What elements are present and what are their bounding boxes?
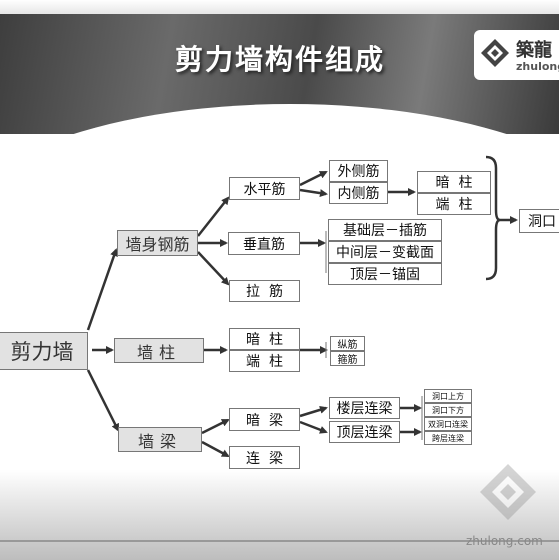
hidden-column-node-a: 暗 柱 [417, 171, 491, 193]
arrow-beam-to-coupling [201, 440, 230, 458]
arrow-root-to-beam [86, 369, 120, 432]
tie-rebar-node: 拉 筋 [229, 280, 300, 302]
watermark-text: zhulong.com [466, 534, 543, 548]
hidden-column-node-b: 暗 柱 [229, 328, 300, 350]
inner-rebar-node: 内侧筋 [329, 182, 388, 204]
opening-below-node: 洞口下方 [424, 403, 472, 417]
wall-body-rebar-node: 墙身钢筋 [117, 230, 198, 256]
arrow-horizontal-to-outer [299, 170, 328, 187]
stirrup-node: 箍筋 [330, 351, 365, 366]
arrow-body-to-horizontal [197, 196, 230, 237]
horizontal-rebar-node: 水平筋 [229, 177, 300, 200]
top-layer-node: 顶层－锚固 [328, 263, 442, 285]
watermark-logo-icon [480, 464, 536, 520]
wall-column-node: 墙柱 [114, 338, 204, 363]
end-column-node-a: 端 柱 [417, 193, 491, 215]
double-opening-beam-node: 双洞口连梁 [424, 417, 472, 431]
bottom-divider [0, 540, 559, 542]
page-title: 剪力墙构件组成 [174, 43, 385, 76]
vertical-rebar-node: 垂直筋 [228, 232, 300, 255]
span-coupling-beam-node: 跨层连梁 [424, 431, 472, 445]
outer-rebar-node: 外侧筋 [329, 160, 388, 182]
arrow-root-to-body [86, 248, 118, 331]
bracket-brace [485, 155, 501, 281]
floor-coupling-beam-node: 楼层连梁 [329, 397, 400, 419]
logo-mark-icon [481, 39, 509, 67]
top-coupling-beam-node: 顶层连梁 [329, 421, 400, 443]
end-column-node-b: 端 柱 [229, 350, 300, 372]
arrow-beam-to-hidden-beam [201, 418, 230, 435]
logo: 築龍 zhulong [474, 30, 559, 80]
longitudinal-rebar-node: 纵筋 [330, 336, 365, 351]
arrow-horizontal-to-inner [299, 188, 328, 198]
arrow-hidden-beam-to-floor [299, 405, 328, 418]
middle-layer-node: 中间层－变截面 [328, 241, 442, 263]
arrow-body-to-tie [197, 251, 230, 286]
logo-text-cn: 築龍 [516, 40, 552, 61]
top-strip [0, 0, 559, 14]
root-node: 剪力墙 [0, 332, 88, 370]
coupling-beam-node: 连 梁 [229, 446, 300, 469]
opening-node: 洞口 [519, 209, 559, 233]
wall-beam-node: 墙梁 [118, 427, 202, 452]
title-banner [0, 14, 559, 244]
hidden-beam-node: 暗 梁 [229, 408, 300, 431]
logo-text-en: zhulong [516, 60, 559, 73]
arrow-hidden-beam-to-top [299, 420, 328, 434]
bottom-gradient [0, 470, 559, 560]
opening-above-node: 洞口上方 [424, 389, 472, 403]
foundation-layer-node: 基础层－插筋 [328, 219, 442, 241]
